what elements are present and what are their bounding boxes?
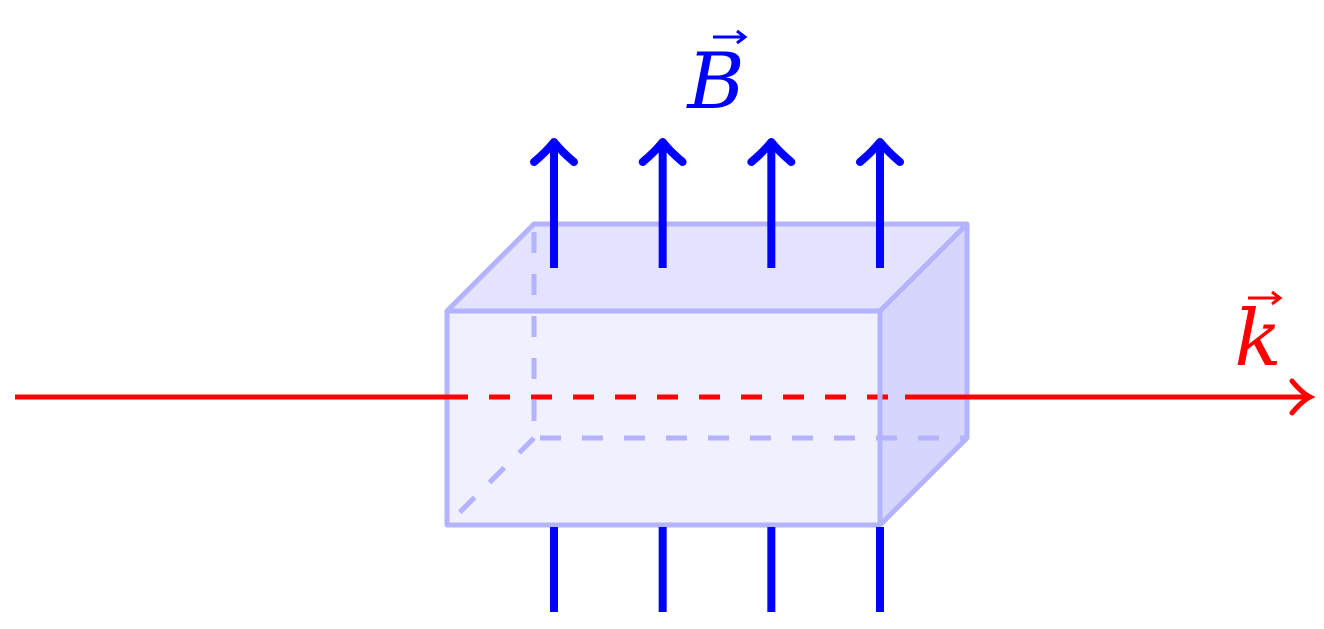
box-front-face bbox=[447, 311, 880, 525]
wave-vector-symbol: k bbox=[1234, 294, 1281, 384]
field-arrowhead-icon bbox=[856, 138, 904, 166]
field-arrowhead-icon bbox=[638, 138, 687, 166]
box-edges bbox=[444, 221, 970, 528]
field-arrowhead-icon bbox=[747, 138, 796, 166]
magnetic-field-label: B bbox=[685, 29, 748, 127]
box-top-face bbox=[447, 224, 967, 311]
wave-vector-arrowhead-icon bbox=[1289, 378, 1316, 416]
field-arrowhead-icon bbox=[530, 138, 578, 166]
vector-arrow-icon bbox=[713, 29, 748, 45]
magnetic-field-symbol: B bbox=[685, 37, 744, 127]
vector-arrow-icon bbox=[1248, 290, 1283, 306]
wave-vector-label: k bbox=[1234, 290, 1283, 384]
box-side-face bbox=[880, 224, 967, 525]
box-hidden-edges bbox=[445, 232, 967, 527]
